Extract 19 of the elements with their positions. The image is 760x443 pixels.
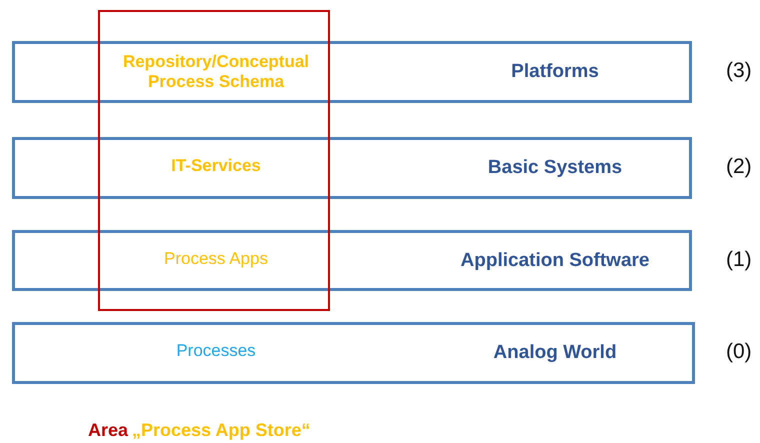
layer-band [12, 230, 692, 291]
layer-number: (3) [726, 59, 752, 83]
layer-band [12, 137, 692, 199]
component-label: Processes [175, 341, 257, 361]
layer-label: Basic Systems [486, 158, 624, 178]
layer-label: Platforms [510, 62, 600, 82]
area-frame [98, 10, 330, 311]
layer-band [12, 322, 695, 384]
layer-number: (0) [726, 340, 752, 364]
layer-band [12, 41, 692, 103]
layer-label: Application Software [460, 251, 650, 271]
component-label: IT-Services [170, 156, 262, 176]
layer-label: Analog World [492, 343, 618, 363]
component-label: Process Apps [163, 249, 269, 269]
layer-number: (2) [726, 155, 752, 179]
area-caption: Area [88, 420, 128, 441]
layer-number: (1) [726, 248, 752, 272]
area-caption: „Process App Store“ [132, 420, 310, 441]
component-label: Repository/Conceptual Process Schema [122, 52, 310, 92]
